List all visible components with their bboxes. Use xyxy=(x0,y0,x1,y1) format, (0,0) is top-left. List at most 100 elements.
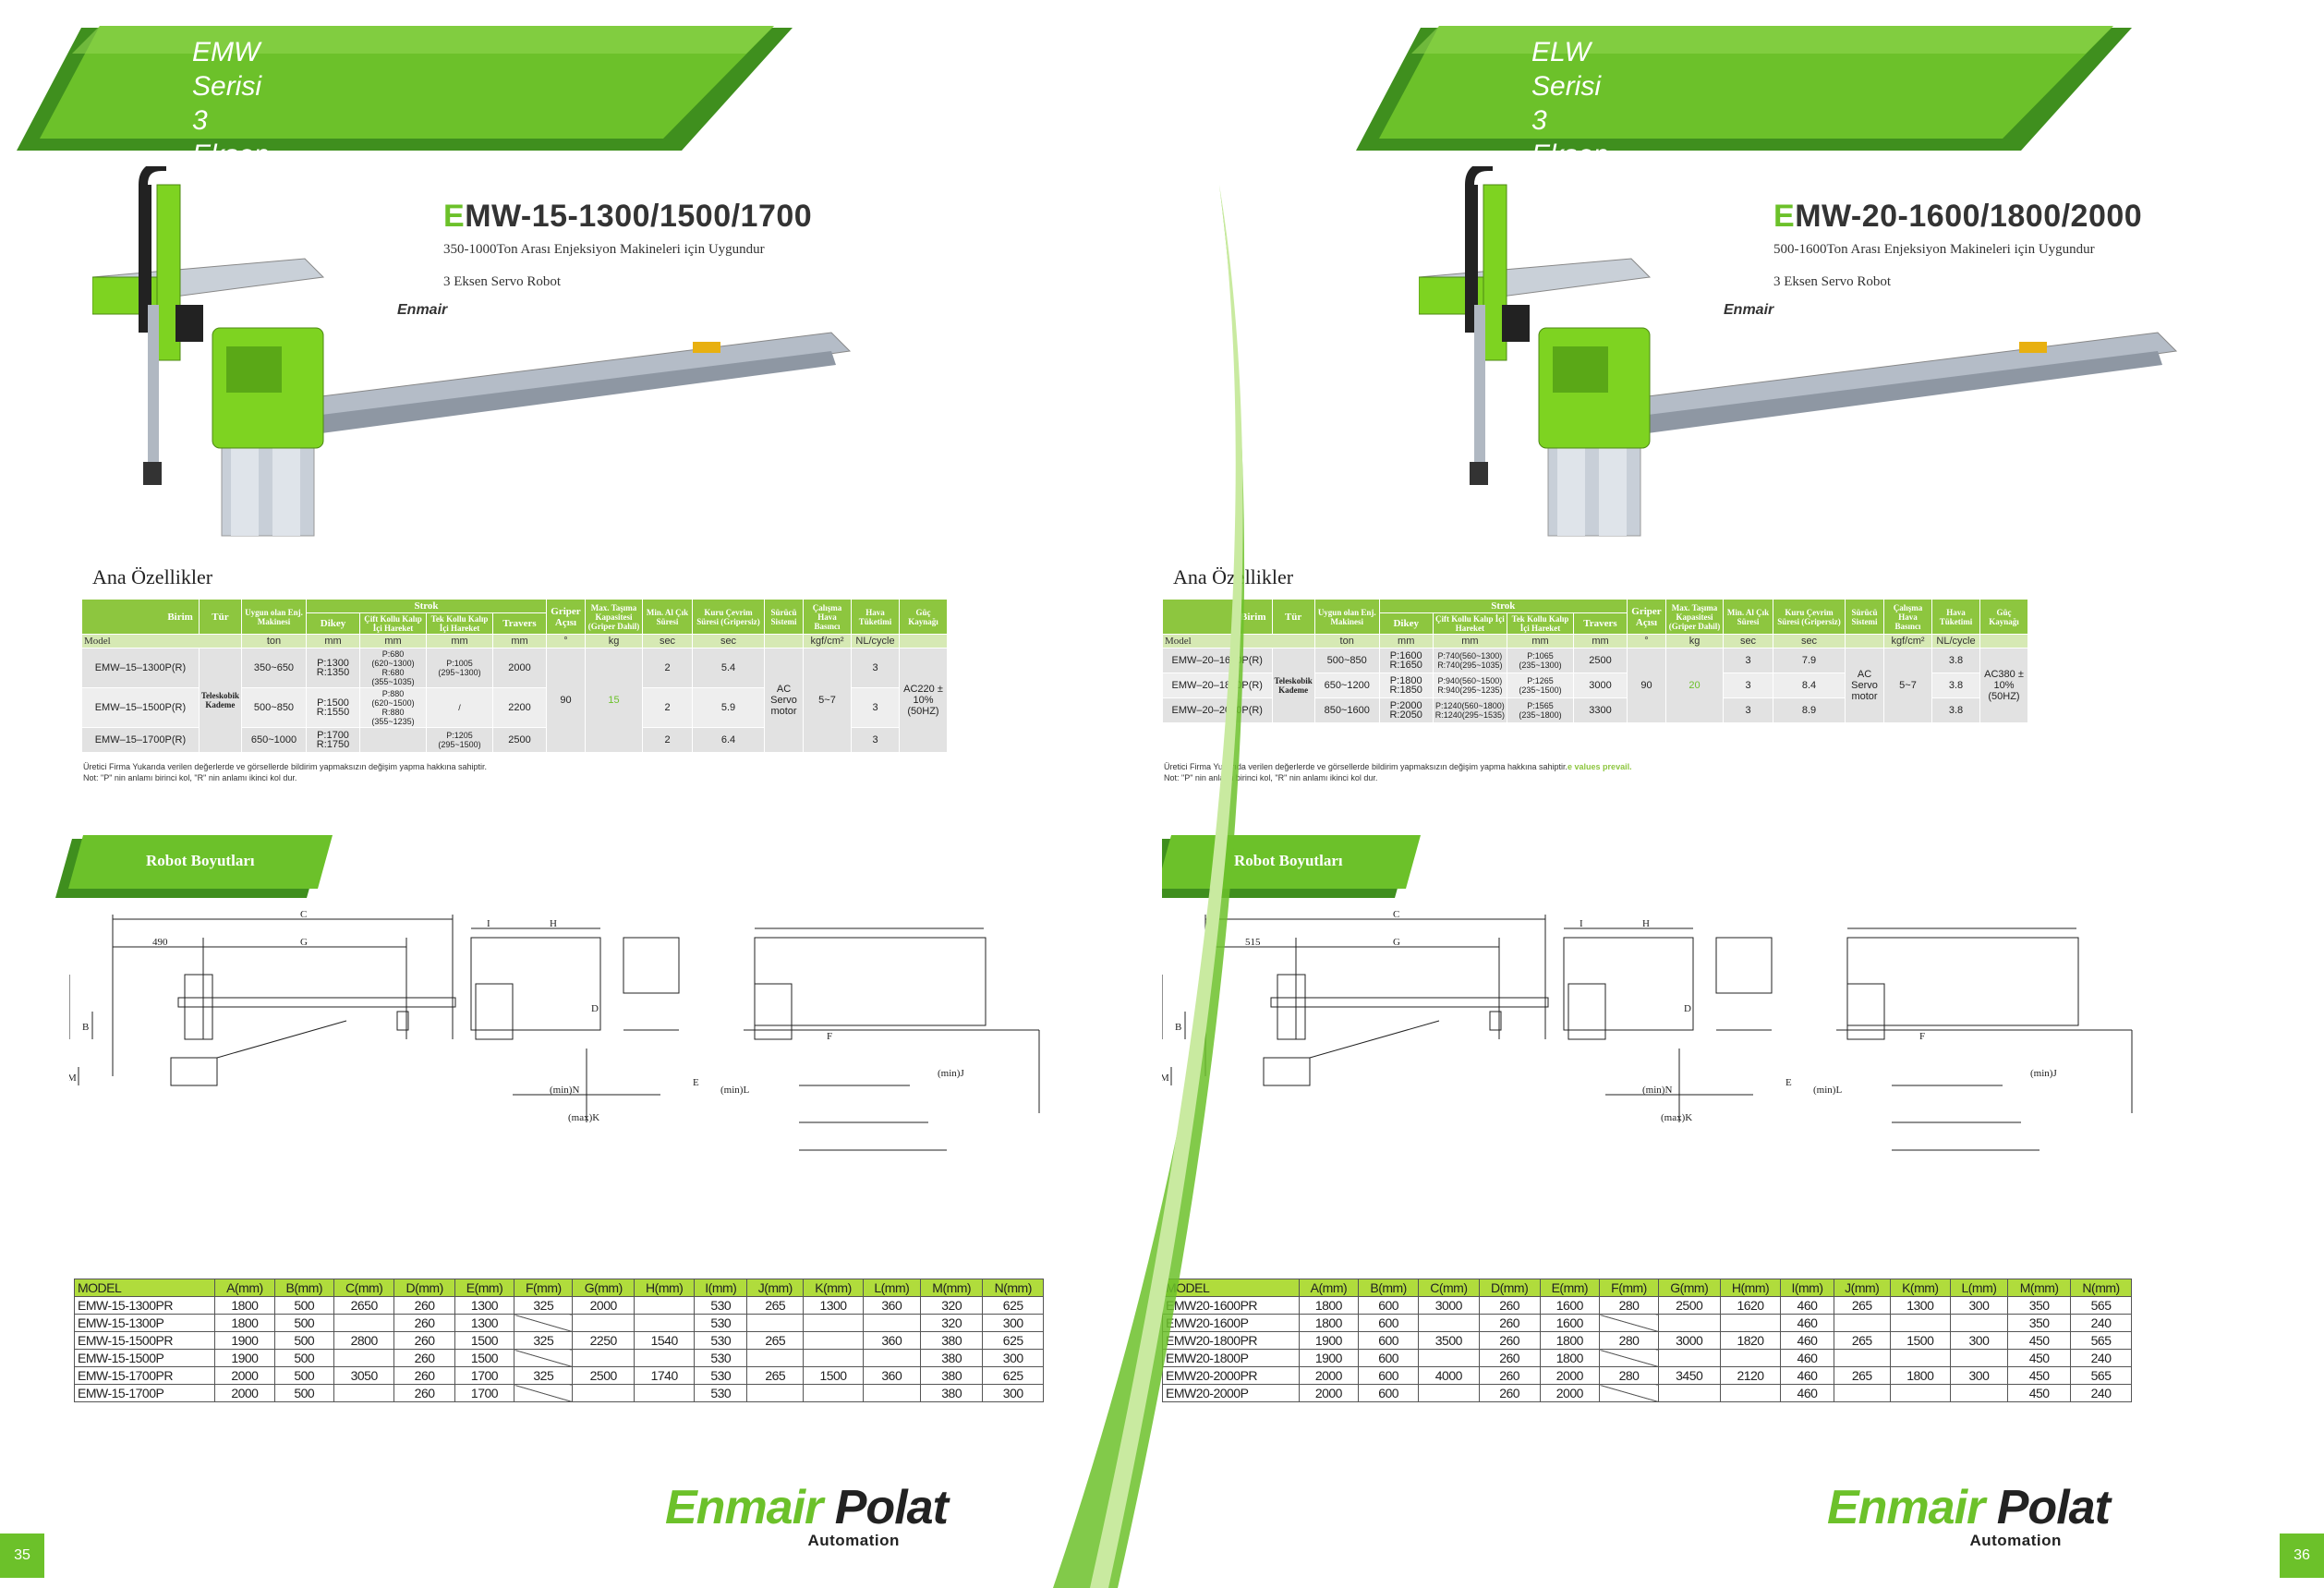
dimension-drawing: C G 515 A B M I H D E F (min)N (max)K (m… xyxy=(1162,909,2160,1243)
dims-cell: 260 xyxy=(1478,1366,1541,1385)
dims-cell xyxy=(1833,1384,1891,1402)
dims-cell: 265 xyxy=(1833,1366,1891,1385)
dim-label-E: E xyxy=(1785,1077,1792,1088)
dim-label-D: D xyxy=(591,1003,599,1014)
dims-cell: 1900 xyxy=(1298,1349,1360,1367)
dims-cell: 2000 xyxy=(1539,1366,1601,1385)
dims-cell: 500 xyxy=(273,1314,334,1332)
dims-header-cell: F(mm) xyxy=(1599,1279,1659,1297)
dims-cell: EMW20-2000PR xyxy=(1162,1366,1300,1385)
dims-cell: 530 xyxy=(694,1384,748,1402)
dims-cell: EMW-15-1700PR xyxy=(73,1366,216,1385)
dims-cell xyxy=(862,1349,921,1367)
dims-cell: 380 xyxy=(919,1331,984,1350)
dim-label-M: M xyxy=(69,1073,77,1084)
dims-cell: 300 xyxy=(1949,1366,2009,1385)
dims-cell: 265 xyxy=(746,1296,805,1315)
dimensions-title: Robot Boyutları xyxy=(1234,852,1343,869)
dims-cell xyxy=(572,1314,635,1332)
dim-label-B: B xyxy=(82,1022,89,1033)
dims-cell: 3000 xyxy=(1657,1331,1721,1350)
dims-cell: 240 xyxy=(2070,1349,2132,1367)
dim-label-minL: (min)L xyxy=(720,1085,749,1096)
dims-cell: 2500 xyxy=(1657,1296,1721,1315)
dim-label-D: D xyxy=(1684,1003,1691,1014)
dims-cell: 1800 xyxy=(1889,1366,1951,1385)
dims-cell xyxy=(862,1384,921,1402)
dims-cell: 265 xyxy=(746,1366,805,1385)
dims-cell xyxy=(1417,1384,1480,1402)
dims-cell: 500 xyxy=(273,1384,334,1402)
dims-cell xyxy=(803,1331,864,1350)
dims-cell: 260 xyxy=(1478,1331,1541,1350)
dims-cell: 530 xyxy=(694,1366,748,1385)
dims-header-cell: D(mm) xyxy=(1478,1279,1541,1297)
dims-cell: 2650 xyxy=(333,1296,395,1315)
dims-cell: 460 xyxy=(1780,1384,1834,1402)
model-title: EMW-20-1600/1800/2000 xyxy=(1773,199,2143,234)
dims-header-cell: C(mm) xyxy=(333,1279,395,1297)
dims-cell: 260 xyxy=(1478,1349,1541,1367)
dims-cell xyxy=(1833,1349,1891,1367)
dims-cell: 450 xyxy=(2007,1384,2072,1402)
model-title: EMW-15-1300/1500/1700 xyxy=(443,199,813,234)
dims-cell: 260 xyxy=(393,1384,455,1402)
dims-cell: 280 xyxy=(1599,1366,1659,1385)
dim-label-F: F xyxy=(827,1031,832,1042)
dims-cell: 360 xyxy=(862,1296,921,1315)
dims-cell xyxy=(803,1384,864,1402)
spec-table: Birim Tür Uygun olan Enj. Makinesi Strok… xyxy=(81,599,948,753)
dims-cell: 325 xyxy=(514,1331,574,1350)
company-logo: Enmair Polat Automation xyxy=(1827,1481,2111,1549)
dims-cell: EMW-15-1500P xyxy=(73,1349,216,1367)
dims-cell xyxy=(1949,1384,2009,1402)
dims-cell: 2000 xyxy=(214,1384,275,1402)
dims-cell: 265 xyxy=(746,1331,805,1350)
dims-header-cell: L(mm) xyxy=(862,1279,921,1297)
dims-header-cell: B(mm) xyxy=(273,1279,334,1297)
dims-cell: 3500 xyxy=(1417,1331,1480,1350)
dim-label-G: G xyxy=(300,937,308,948)
dims-cell xyxy=(1599,1349,1659,1367)
dims-cell xyxy=(333,1384,395,1402)
dims-cell xyxy=(333,1314,395,1332)
dim-label-M: M xyxy=(1162,1073,1169,1084)
dims-cell xyxy=(1889,1384,1951,1402)
dims-cell: 380 xyxy=(919,1366,984,1385)
dims-header-cell: N(mm) xyxy=(982,1279,1044,1297)
dims-header-cell: C(mm) xyxy=(1417,1279,1480,1297)
dims-cell: 360 xyxy=(862,1366,921,1385)
dims-cell: 260 xyxy=(393,1314,455,1332)
dims-header-cell: E(mm) xyxy=(1539,1279,1601,1297)
dims-cell xyxy=(514,1384,574,1402)
model-type: 3 Eksen Servo Robot xyxy=(1773,274,1892,289)
dim-label-H: H xyxy=(550,918,557,929)
dims-cell: 530 xyxy=(694,1349,748,1367)
dims-cell xyxy=(1417,1314,1480,1332)
dim-label-minJ: (min)J xyxy=(938,1068,964,1079)
dims-cell: 565 xyxy=(2070,1366,2132,1385)
dims-cell xyxy=(1889,1314,1951,1332)
dims-cell xyxy=(633,1314,696,1332)
dims-cell: 1800 xyxy=(1298,1296,1360,1315)
dims-cell: 360 xyxy=(862,1331,921,1350)
dims-cell: 1300 xyxy=(1889,1296,1951,1315)
dim-label-maxK: (max)K xyxy=(568,1112,599,1123)
dim-label-B: B xyxy=(1175,1022,1181,1033)
dim-label-H: H xyxy=(1642,918,1650,929)
dims-cell: 1700 xyxy=(454,1384,515,1402)
dims-cell: 1300 xyxy=(454,1314,515,1332)
dims-cell: 300 xyxy=(982,1384,1044,1402)
dim-label-minL: (min)L xyxy=(1813,1085,1842,1096)
spec-notes: Üretici Firma Yukarıda verilen değerlerd… xyxy=(83,762,488,782)
dims-cell xyxy=(1833,1314,1891,1332)
dims-header-cell: I(mm) xyxy=(1780,1279,1834,1297)
dims-cell: 530 xyxy=(694,1296,748,1315)
dims-cell: 1740 xyxy=(633,1366,696,1385)
